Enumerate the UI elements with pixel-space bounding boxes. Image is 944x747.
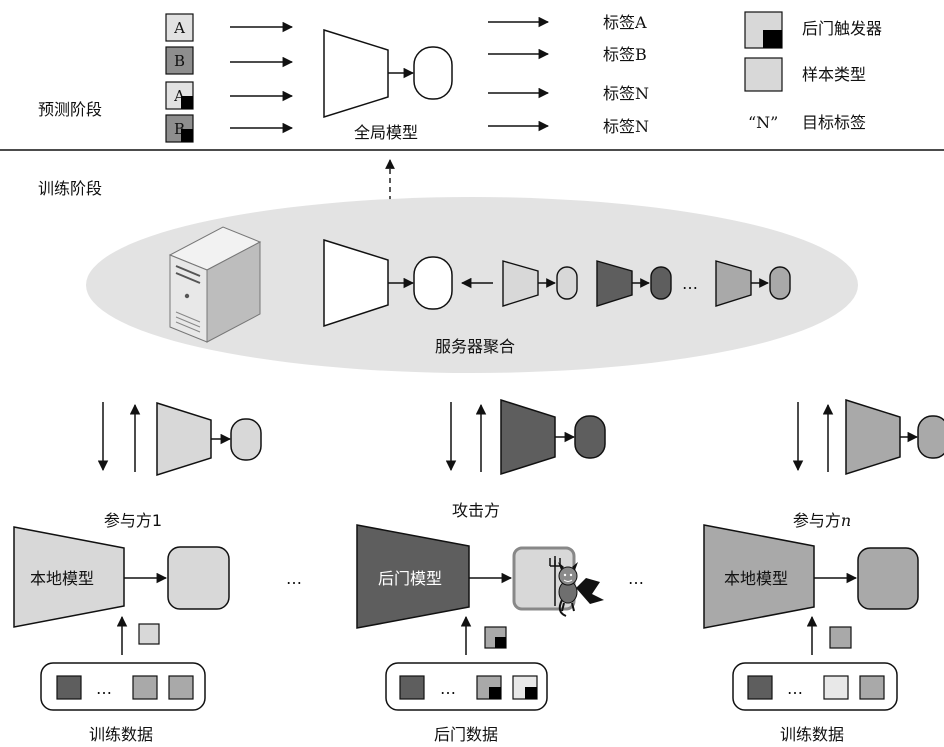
participant-n-sample-swatch [830,627,851,648]
participant-1-sample-swatch [139,624,159,644]
participant-n-data-container: … [733,663,897,710]
participant-1-upload-model [157,403,261,475]
sync-arrows-attacker [451,402,481,472]
prediction-input-a: A [166,14,193,41]
server-aggregation-label: 服务器聚合 [435,337,515,356]
legend-target-key: “N” [748,113,778,132]
between-ellipsis-2: … [628,569,644,588]
participant-n-title-prefix: 参与方 [793,511,841,530]
participant-1-title: 参与方1 [104,511,162,530]
trigger-patch [181,129,193,142]
output-label-n2: 标签N [603,117,649,136]
input-a-letter: A [173,19,185,37]
participant-1-model-label: 本地模型 [30,569,94,588]
attacker-title: 攻击方 [452,501,500,520]
sync-arrows-participant-1 [103,402,135,472]
participant-n-data-ellipsis: … [787,679,803,698]
trigger-patch [181,96,193,109]
participant-1-data-label: 训练数据 [89,725,153,744]
participant-1-data-ellipsis: … [96,679,112,698]
global-model [324,30,452,117]
input-arrows [230,27,292,128]
between-ellipsis-1: … [286,569,302,588]
training-stage-label: 训练阶段 [38,179,102,198]
attacker-data-ellipsis: … [440,679,456,698]
legend-trigger-swatch [745,12,782,48]
legend: 后门触发器 样本类型 “N” 目标标签 [745,12,882,132]
participant-n-title: 参与方n [793,511,851,530]
output-label-n1: 标签N [603,84,649,103]
attacker-upload-model [501,400,605,474]
prediction-input-b-triggered: B [166,115,193,142]
participant-n-upload-model [846,400,944,474]
attacker-data-container: … [386,663,547,710]
participant-n-data-label: 训练数据 [780,725,844,744]
prediction-stage-label: 预测阶段 [38,100,102,119]
attacker-model-label: 后门模型 [378,569,442,588]
attacker-sample-swatch [485,627,506,648]
input-b-letter: B [174,52,185,70]
participant-1-data-container: … [41,663,205,710]
output-label-b: 标签B [603,45,647,64]
output-arrows [488,22,548,126]
global-model-label: 全局模型 [354,123,418,142]
server-ellipsis: … [682,274,698,293]
participant-n-title-suffix: n [841,511,851,530]
attacker-data-label: 后门数据 [434,725,498,744]
sync-arrows-participant-n [798,402,828,472]
prediction-input-b: B [166,47,193,74]
legend-target-label: 目标标签 [802,113,866,132]
legend-sample-swatch [745,58,782,91]
legend-sample-label: 样本类型 [802,65,866,84]
legend-trigger-label: 后门触发器 [802,19,882,38]
prediction-input-a-triggered: A [166,82,193,109]
output-label-a: 标签A [603,13,647,32]
participant-n-model-label: 本地模型 [724,569,788,588]
